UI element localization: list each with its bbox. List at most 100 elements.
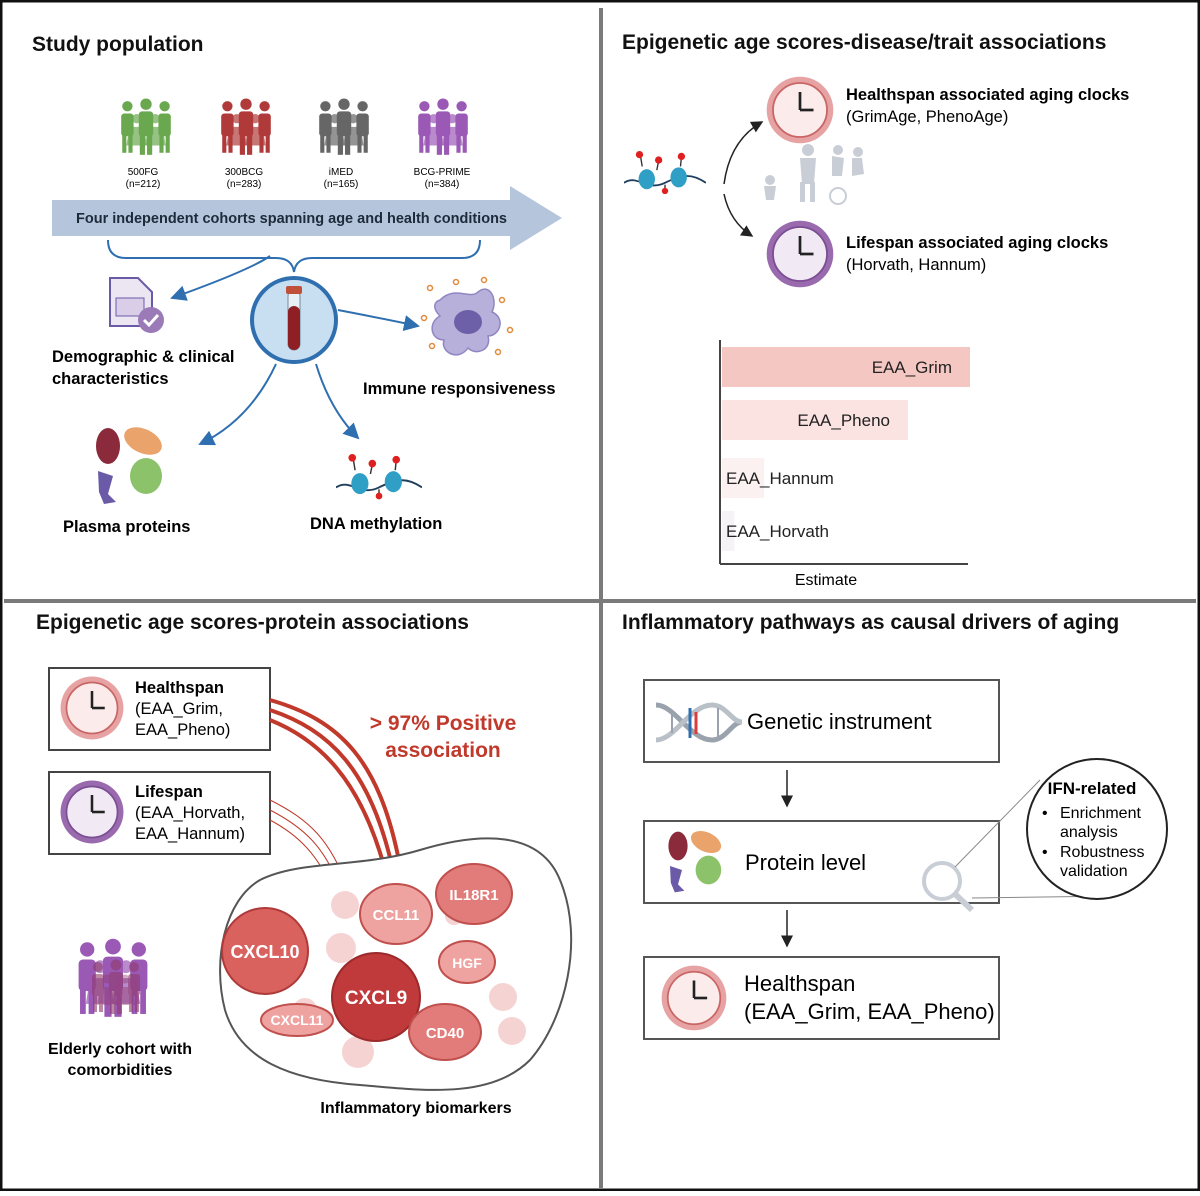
cohort-500fg: 500FG (n=212) xyxy=(121,98,171,190)
biomarker-cd40: CD40 xyxy=(408,1003,482,1061)
brace xyxy=(107,239,481,273)
cohort-300bcg: 300BCG (n=283) xyxy=(221,98,271,190)
biomarker-label: CD40 xyxy=(426,1025,464,1042)
panel-title-protein-assoc: Epigenetic age scores-protein associatio… xyxy=(36,611,469,634)
genetic-instrument-label: Genetic instrument xyxy=(747,709,932,734)
estimate-bar-chart: Estimate EAA_GrimEAA_PhenoEAA_HannumEAA_… xyxy=(719,340,970,589)
healthspan-box-sub1: (EAA_Grim, xyxy=(135,700,223,718)
demographic-label-line1: Demographic & clinical xyxy=(52,348,234,366)
lifespan-box-sub1: (EAA_Horvath, xyxy=(135,804,245,822)
plasma-label: Plasma proteins xyxy=(63,518,190,536)
lifespan-clocks-label: Lifespan associated aging clocks xyxy=(846,234,1108,252)
blood-sample-icon xyxy=(250,276,338,364)
ifn-item2-line1: Robustness xyxy=(1060,844,1145,861)
healthspan-clocks-label: Healthspan associated aging clocks xyxy=(846,86,1129,104)
ifn-item2-line2: validation xyxy=(1060,863,1128,880)
arrow-to-lifespan-clock xyxy=(723,193,754,237)
immune-cell-icon xyxy=(420,276,514,356)
biomarker-cxcl10: CXCL10 xyxy=(221,907,309,995)
bar-eaa-hannum xyxy=(722,458,765,498)
biomarker-label: CXCL9 xyxy=(345,988,407,1009)
biomarker-il18r1: IL18R1 xyxy=(435,863,513,925)
cohort-banner-text: Four independent cohorts spanning age an… xyxy=(76,211,507,227)
biomarker-ccl11: CCL11 xyxy=(359,883,433,945)
bar-label: EAA_Hannum xyxy=(726,469,834,488)
panel-title-study-population: Study population xyxy=(32,33,203,56)
people-icon xyxy=(121,98,171,155)
cohort-name: 300BCG xyxy=(225,167,264,178)
immune-label: Immune responsiveness xyxy=(363,380,556,398)
healthspan-clock-icon xyxy=(765,75,835,145)
inflammatory-biomarkers-label: Inflammatory biomarkers xyxy=(320,1100,511,1117)
cohort-n: (n=212) xyxy=(126,179,161,190)
biomarker-label: CCL11 xyxy=(373,907,420,924)
dna-methylation-icon xyxy=(336,452,422,500)
bar-label: EAA_Pheno xyxy=(797,411,890,430)
arrow-to-plasma xyxy=(198,363,277,446)
cohort-n: (n=165) xyxy=(324,179,359,190)
healthspan-clock-icon xyxy=(59,675,125,741)
people-icon xyxy=(418,98,468,155)
cohort-name: 500FG xyxy=(128,167,159,178)
bar-eaa-grim xyxy=(722,347,970,387)
biomarker-cxcl9: CXCL9 xyxy=(331,952,421,1042)
healthspan-outcome-label: Healthspan xyxy=(744,971,855,996)
arrow-to-healthspan-clock xyxy=(723,121,764,185)
healthspan-box-label: Healthspan xyxy=(135,679,224,697)
elderly-cohort-icon xyxy=(78,938,148,1017)
healthspan-box-sub2: EAA_Pheno) xyxy=(135,721,230,739)
people-icon xyxy=(319,98,369,155)
elderly-cohort-line2: comorbidities xyxy=(68,1062,173,1079)
ifn-bullet-1: • xyxy=(1042,805,1048,822)
zoom-line-top xyxy=(954,779,1041,868)
cohort-name: iMED xyxy=(329,167,353,178)
activity-figures-icon xyxy=(764,144,864,205)
cohort-name: BCG-PRIME xyxy=(414,167,471,178)
cohort-banner-arrow xyxy=(52,186,562,250)
arrow-to-immune xyxy=(337,309,420,331)
cohort-n: (n=384) xyxy=(425,179,460,190)
ifn-callout-circle xyxy=(1026,758,1168,900)
biomarker-hgf: HGF xyxy=(438,940,496,984)
bar-eaa-horvath xyxy=(722,511,735,551)
plasma-proteins-icon xyxy=(96,426,167,504)
people-icon xyxy=(221,98,271,155)
panel-title-causal: Inflammatory pathways as causal drivers … xyxy=(622,611,1119,634)
lifespan-clock-icon xyxy=(59,779,125,845)
bar-label: EAA_Grim xyxy=(872,358,952,377)
healthspan-clock-icon xyxy=(660,964,728,1032)
protein-level-label: Protein level xyxy=(745,850,866,875)
biomarker-label: CXCL11 xyxy=(271,1012,324,1028)
healthspan-outcome-sub: (EAA_Grim, EAA_Pheno) xyxy=(744,999,995,1024)
bar-label: EAA_Horvath xyxy=(726,522,829,541)
cohort-n: (n=283) xyxy=(227,179,262,190)
cohort-imed: iMED (n=165) xyxy=(319,98,369,190)
positive-association-line1: > 97% Positive xyxy=(370,712,517,735)
biomarker-label: HGF xyxy=(452,955,482,971)
dna-helix-icon xyxy=(655,702,743,743)
magnifier-icon xyxy=(922,861,975,913)
bar-eaa-pheno xyxy=(722,400,908,440)
ifn-item1-line1: Enrichment xyxy=(1060,805,1141,822)
positive-association-line2: association xyxy=(385,739,501,762)
lifespan-box-label: Lifespan xyxy=(135,783,203,801)
arrow-to-demographic xyxy=(170,255,271,301)
biomarker-cxcl11: CXCL11 xyxy=(260,1003,334,1037)
panel-study-population: Study population 500FG (n=212) 300BCG (n… xyxy=(32,33,562,536)
elderly-cohort-line1: Elderly cohort with xyxy=(48,1041,192,1058)
lifespan-box-sub2: EAA_Hannum) xyxy=(135,825,245,843)
clinical-document-icon xyxy=(109,277,164,333)
lifespan-clock-icon xyxy=(765,219,835,289)
lifespan-clocks-sub: (Horvath, Hannum) xyxy=(846,256,986,274)
biomarker-label: IL18R1 xyxy=(449,887,498,904)
panel-disease-trait: Epigenetic age scores-disease/trait asso… xyxy=(622,31,1129,589)
panel-protein-associations: Epigenetic age scores-protein associatio… xyxy=(36,611,573,1117)
dna-label: DNA methylation xyxy=(310,515,442,533)
chart-x-label: Estimate xyxy=(795,572,857,589)
demographic-label-line2: characteristics xyxy=(52,370,169,388)
ifn-item1-line2: analysis xyxy=(1060,824,1118,841)
panel-title-disease-trait: Epigenetic age scores-disease/trait asso… xyxy=(622,31,1106,54)
